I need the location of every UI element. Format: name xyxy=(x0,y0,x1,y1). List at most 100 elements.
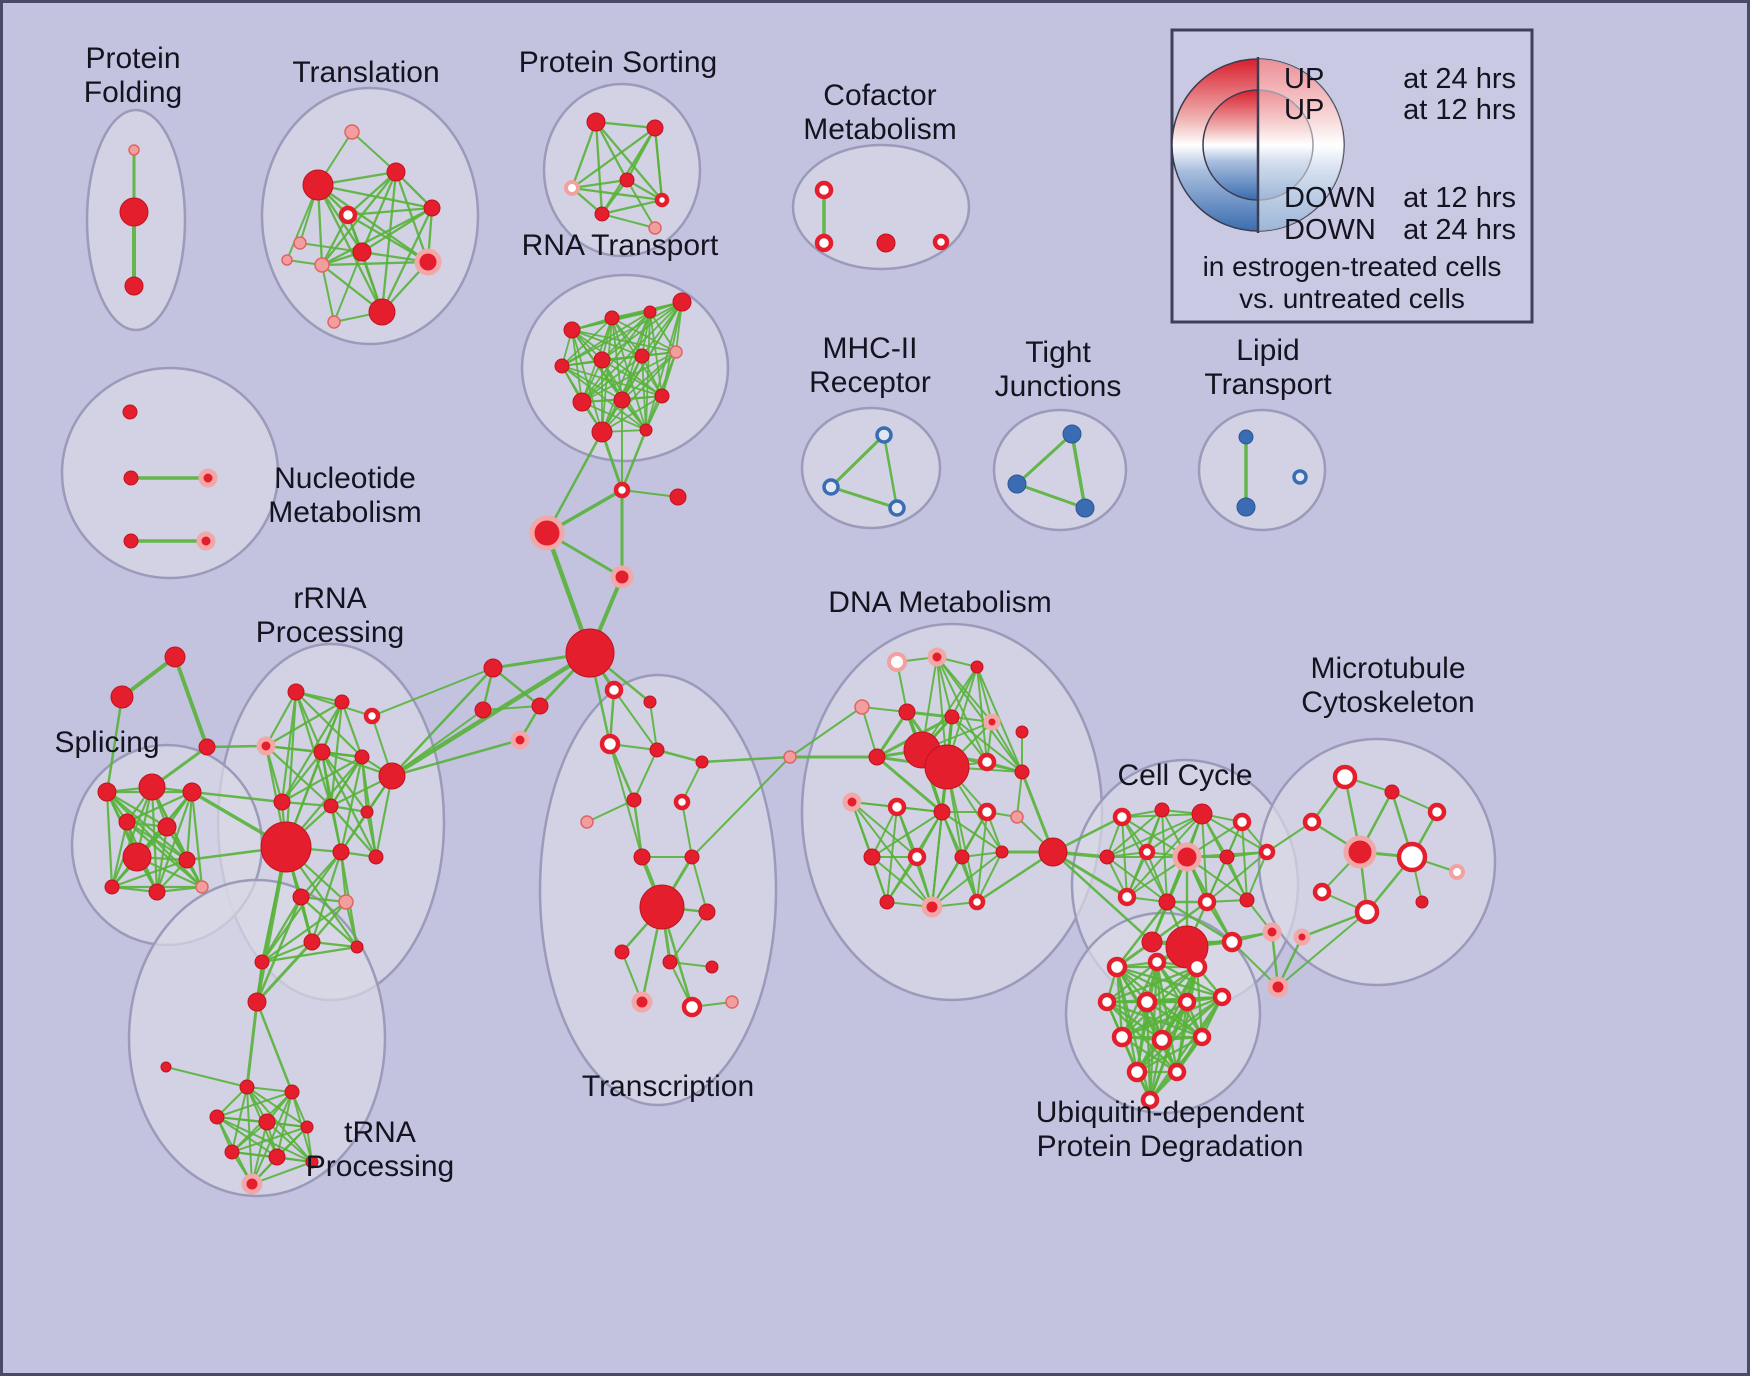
node-ps-0 xyxy=(586,112,606,132)
node-rt-10 xyxy=(654,388,670,404)
node-cm-3 xyxy=(932,233,950,251)
node-ub-7 xyxy=(1111,1026,1133,1048)
label-cm: Cofactor xyxy=(823,79,936,112)
label-cm: Metabolism xyxy=(803,113,956,146)
edge xyxy=(365,810,378,859)
edge xyxy=(1231,941,1279,988)
edge xyxy=(260,850,343,964)
node-mhc-1 xyxy=(822,478,840,496)
node-dna-21 xyxy=(995,845,1009,859)
cluster-mhc xyxy=(800,406,942,530)
legend-caption-line2: vs. untreated cells xyxy=(1239,283,1465,314)
node-dna-1 xyxy=(927,647,947,667)
node-tr-1 xyxy=(302,169,334,201)
edge xyxy=(1160,995,1224,1042)
edge xyxy=(1135,1035,1204,1074)
node-rt-3 xyxy=(672,292,692,312)
edge xyxy=(600,126,657,216)
node-net-8 xyxy=(510,730,530,750)
edge xyxy=(216,1091,293,1118)
edge xyxy=(1277,911,1368,988)
node-rr-8 xyxy=(323,798,339,814)
node-dna-15 xyxy=(933,803,951,821)
edge xyxy=(861,706,878,758)
edge xyxy=(1120,995,1224,1039)
node-ps-3 xyxy=(619,172,635,188)
edge xyxy=(346,206,434,217)
edge xyxy=(216,1116,313,1163)
node-net-1 xyxy=(669,488,687,506)
edge xyxy=(976,666,988,763)
node-tx-17 xyxy=(725,995,739,1009)
edge xyxy=(316,183,384,314)
edge xyxy=(621,489,679,498)
label-tj: Junctions xyxy=(995,370,1122,403)
edge xyxy=(1201,813,1268,853)
edge xyxy=(205,744,268,749)
node-cc-6 xyxy=(1172,842,1202,872)
edge xyxy=(316,183,434,210)
node-net-0 xyxy=(613,481,631,499)
label-nm: Metabolism xyxy=(268,496,421,529)
node-tr-5 xyxy=(293,236,307,250)
node-trna-4 xyxy=(209,1109,225,1125)
node-cm-2 xyxy=(876,233,896,253)
node-ps-2 xyxy=(564,180,580,196)
node-rr-0 xyxy=(287,683,305,701)
edge xyxy=(340,700,364,759)
label-ps: Protein Sorting xyxy=(519,46,717,79)
legend-caption-line1: in estrogen-treated cells xyxy=(1203,251,1502,282)
node-dna-18 xyxy=(863,848,881,866)
node-mt-1 xyxy=(1384,784,1400,800)
node-sp-5 xyxy=(122,842,152,872)
node-cc-2 xyxy=(1191,803,1213,825)
node-mt-3 xyxy=(1302,812,1322,832)
edge xyxy=(266,1121,313,1163)
legend-row-down12-label: DOWN xyxy=(1284,182,1376,214)
node-cc-9 xyxy=(1117,887,1137,907)
edge xyxy=(621,351,677,401)
edge xyxy=(320,750,369,814)
node-net-2 xyxy=(529,515,565,551)
node-net-11 xyxy=(1267,976,1289,998)
cluster-cm xyxy=(791,143,971,271)
edge xyxy=(255,845,288,1004)
edge xyxy=(1016,771,1023,818)
node-net-5 xyxy=(483,658,503,678)
edge xyxy=(570,120,598,190)
label-cc: Cell Cycle xyxy=(1117,759,1252,792)
label-mhc: MHC-II xyxy=(823,332,918,365)
edge xyxy=(390,738,522,778)
node-mhc-0 xyxy=(875,426,893,444)
node-tr-10 xyxy=(327,315,341,329)
edge xyxy=(255,895,303,1004)
node-sp-8 xyxy=(148,883,166,901)
edge xyxy=(1115,900,1169,969)
node-mt-5 xyxy=(1396,841,1428,873)
node-dna-8 xyxy=(868,748,886,766)
edge xyxy=(561,311,651,367)
node-rr-12 xyxy=(368,849,384,865)
label-rt: RNA Transport xyxy=(522,229,719,262)
node-net-12 xyxy=(164,646,186,668)
edge xyxy=(389,650,593,779)
edge xyxy=(645,311,651,431)
label-lt: Transport xyxy=(1204,368,1332,401)
edge xyxy=(581,301,683,403)
edge xyxy=(941,811,1003,853)
edge xyxy=(594,120,629,182)
edge xyxy=(251,1161,313,1185)
node-cc-12 xyxy=(1239,892,1255,908)
edge xyxy=(886,806,898,903)
node-dna-5 xyxy=(944,709,960,725)
node-dna-2 xyxy=(970,660,984,674)
node-mhc-2 xyxy=(888,499,906,517)
edge xyxy=(264,690,298,748)
node-dna-4 xyxy=(898,703,916,721)
node-rt-8 xyxy=(572,392,592,412)
node-rr-2 xyxy=(363,707,381,725)
node-rt-6 xyxy=(634,348,650,364)
node-rt-11 xyxy=(591,421,613,443)
node-rt-1 xyxy=(604,310,620,326)
node-tr-0 xyxy=(344,124,360,140)
